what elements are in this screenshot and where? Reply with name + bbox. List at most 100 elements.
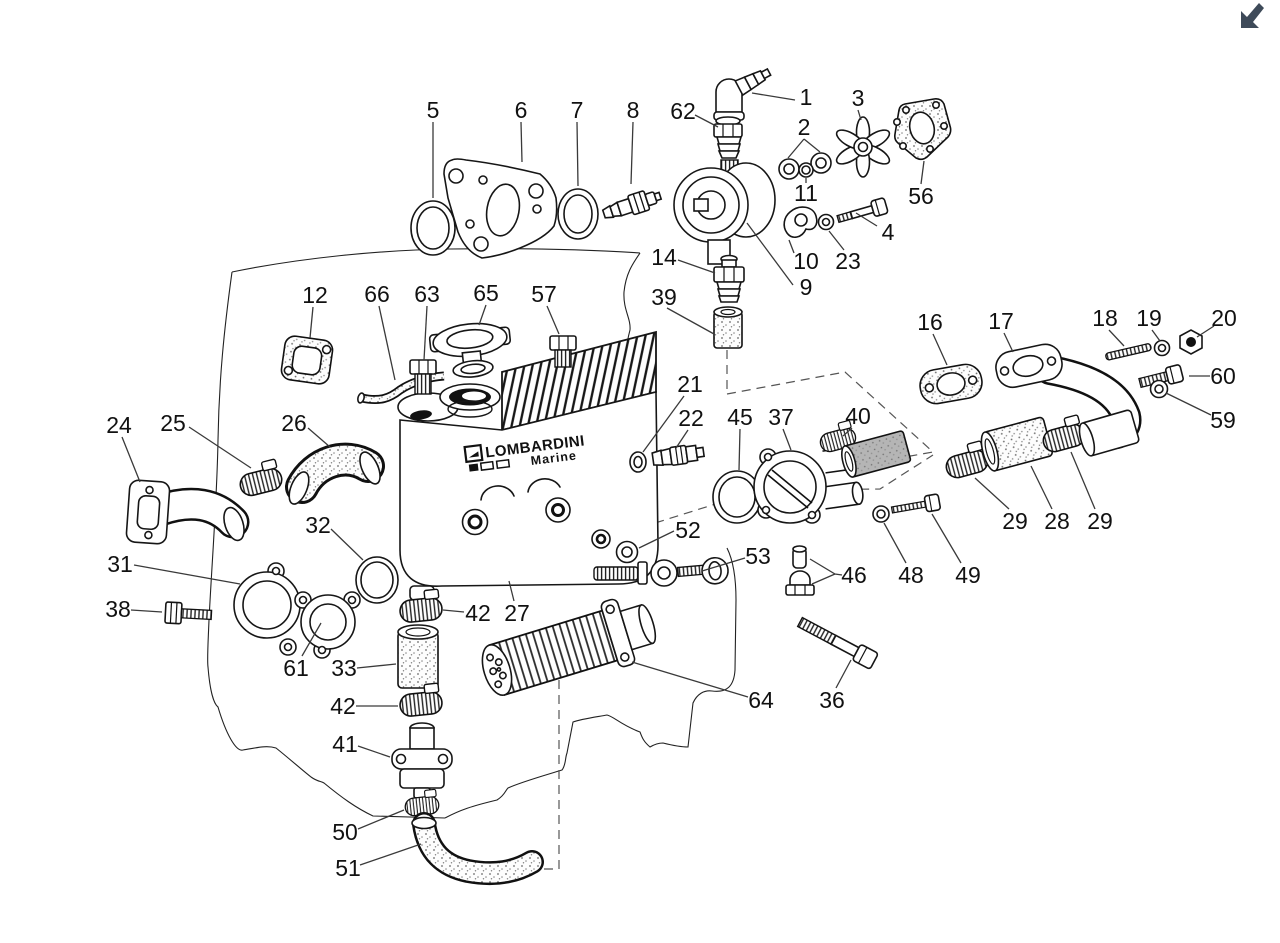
part-label-25: 25 [160,410,186,436]
leader-line-42a [442,609,465,613]
leader-line-17 [1003,332,1014,353]
part-39-hose-stub [713,306,743,349]
part-63-bolt [409,359,437,395]
part-7-oring [557,188,599,240]
leader-line-52 [638,530,675,549]
part-8-sensor [601,190,663,219]
part-32-oring [355,556,399,604]
part-19-washer [1153,339,1171,357]
part-label-14: 14 [651,244,677,270]
part-56-gasket [892,98,952,161]
part-46-pin-and-plug [785,545,815,596]
part-49-bolt [890,493,941,514]
part-label-18: 18 [1092,305,1118,331]
banjo-fitting [593,559,678,587]
leader-line-10 [788,239,795,254]
part-label-51: 51 [335,855,361,881]
leader-line-46 [809,558,843,576]
part-label-63: 63 [414,281,440,307]
part-label-26: 26 [281,410,307,436]
brand-sub: Marine [530,448,578,468]
leader-line-2-1 [803,138,821,153]
part-label-16: 16 [917,309,943,335]
part-label-9: 9 [800,274,813,300]
part-21-washer [629,451,647,473]
part-label-31: 31 [107,551,133,577]
part-label-56: 56 [908,183,934,209]
part-label-21: 21 [677,371,703,397]
part-label-52: 52 [675,517,701,543]
leader-line-59 [1165,392,1212,416]
leader-line-41 [357,745,391,758]
part-label-37: 37 [768,404,794,430]
part-48-washer [872,505,890,523]
part-label-17: 17 [988,308,1014,334]
leader-line-66 [378,305,396,381]
leader-line-39 [666,307,715,335]
part-28-hose [980,416,1053,472]
leader-line-61 [301,622,322,657]
leader-line-25 [188,426,252,469]
part-label-50: 50 [332,819,358,845]
part-62-hose-fitting [713,116,743,159]
leader-line-40 [842,427,853,437]
part-label-64: 64 [748,687,774,713]
leader-line-14 [677,259,716,274]
part-label-22: 22 [678,405,704,431]
part-label-62: 62 [670,98,696,124]
part-20-nut [1179,329,1203,355]
part-18-stud [1105,343,1152,361]
part-label-8: 8 [627,97,640,123]
leader-line-46-1 [811,573,836,585]
leader-line-65 [478,304,487,326]
leader-line-27 [508,580,515,602]
part-38-bolt [164,601,213,625]
part-65-radiator-cap [428,322,512,378]
part-label-53: 53 [745,543,771,569]
leader-line-8 [630,121,634,185]
part-5-oring [410,200,456,256]
part-12-gasket [280,335,334,385]
leader-line-38 [130,609,163,613]
leader-line-33 [356,663,397,669]
leader-line-56 [920,160,925,185]
leader-line-18 [1108,329,1125,347]
part-16-gasket [919,363,983,405]
leader-line-62 [694,114,719,128]
part-label-60: 60 [1210,363,1236,389]
part-57-bolt [549,335,577,368]
logo-mark [463,443,484,464]
part-41-fitting [391,722,453,799]
part-label-5: 5 [427,97,440,123]
leader-line-28 [1030,465,1053,510]
leader-line-49 [931,513,962,564]
leader-line-24 [121,436,141,483]
part-label-6: 6 [515,97,528,123]
part-label-28: 28 [1044,508,1070,534]
part-label-23: 23 [835,248,861,274]
leader-line-4 [855,212,878,227]
part-9-water-pump-body [673,159,776,265]
leader-line-48 [883,522,907,564]
part-label-42a: 42 [465,600,491,626]
part-64-heat-exchanger [481,598,657,696]
collapse-arrow-icon[interactable] [1241,3,1264,28]
part-label-3: 3 [852,85,865,111]
part-label-24: 24 [106,412,132,438]
part-label-65: 65 [473,280,499,306]
part-33-hose [397,624,439,689]
leader-line-20 [1196,325,1215,338]
part-23-seal [817,213,835,231]
leader-line-36 [835,659,852,689]
leader-line-2 [787,138,805,159]
part-6-cover-plate [443,158,558,259]
leader-line-12 [309,306,314,339]
part-60-bolt [1138,364,1184,389]
part-label-20: 20 [1211,305,1237,331]
leader-line-21 [642,395,685,453]
engine-silhouette [207,248,737,819]
part-31-cover [233,562,301,656]
leader-line-45 [738,428,741,471]
leader-line-26 [307,427,331,448]
